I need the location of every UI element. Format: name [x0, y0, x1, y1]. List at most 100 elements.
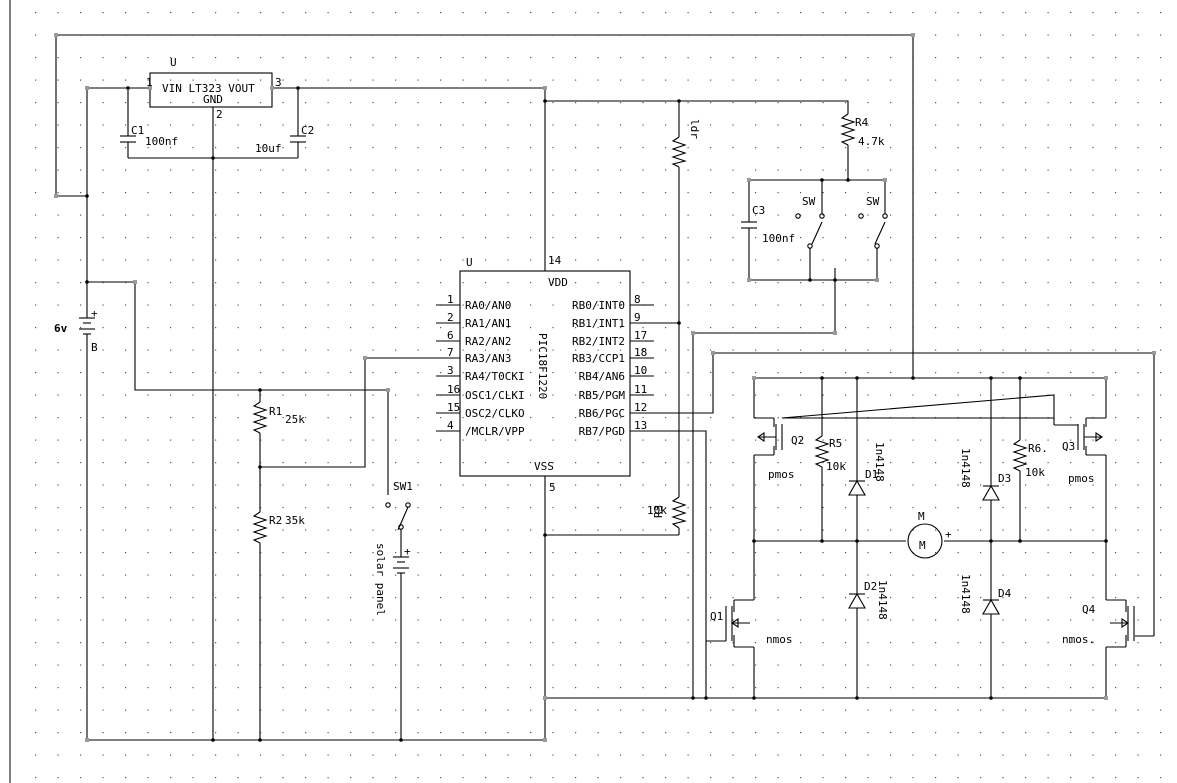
c2-ref: C2 [301, 124, 314, 137]
junction-dot [399, 738, 403, 742]
mcu-right-pin-number: 17 [634, 329, 647, 342]
wire-endpoint [270, 86, 274, 90]
r3-value: 10k [647, 504, 667, 517]
h-bridge: Q2 pmos Q3 pmos Q1 nmos Q4 [706, 377, 1135, 698]
mcu-right-pin-name: RB6/PGC [579, 407, 625, 420]
grid-dots [35, 12, 1162, 779]
c3-value: 100nf [762, 232, 795, 245]
mcu-vss-label: VSS [534, 460, 554, 473]
mcu-left-pin-name: OSC1/CLKI [465, 389, 525, 402]
regulator-pin-gnd: 2 [216, 108, 223, 121]
mcu-left-pin-number: 7 [447, 346, 454, 359]
junction-dot [1104, 539, 1108, 543]
r1-ref: R1 [269, 405, 282, 418]
divider-network: R1 25k R2 35k [87, 281, 436, 740]
regulator-line2: GND [203, 93, 223, 106]
regulator-pin-in: 1 [146, 76, 153, 89]
mcu-right-pin-name: RB2/INT2 [572, 335, 625, 348]
mcu-left-pin-name: OSC2/CLKO [465, 407, 525, 420]
mcu-left-pin-number: 16 [447, 383, 460, 396]
wire-endpoint [1104, 376, 1108, 380]
wire-endpoint [133, 280, 137, 284]
q4-type: nmos. [1062, 633, 1095, 646]
mcu-left-pin-name: RA1/AN1 [465, 317, 511, 330]
mcu-left-pin-name: RA0/AN0 [465, 299, 511, 312]
junction-dot [855, 539, 859, 543]
mcu-left-pin-name: /MCLR/VPP [465, 425, 525, 438]
wire-endpoint [752, 376, 756, 380]
junction-dot [855, 696, 859, 700]
r2-ref: R2 [269, 514, 282, 527]
junction-dot [211, 738, 215, 742]
c1-ref: C1 [131, 124, 144, 137]
junction-dot [911, 376, 915, 380]
wire-endpoint [911, 33, 915, 37]
sw1-label: SW1 [393, 480, 413, 493]
mcu-right-pin-number: 13 [634, 419, 647, 432]
d4-ref: D4 [998, 587, 1012, 600]
battery-ref: B [91, 341, 98, 354]
wire-endpoint [1152, 351, 1156, 355]
regulator-pin-out: 3 [275, 76, 282, 89]
junction-dot [855, 376, 859, 380]
junction-dot [258, 738, 262, 742]
d3-ref: D3 [998, 472, 1011, 485]
c1-value: 100nf [145, 135, 178, 148]
wire-endpoint [875, 278, 879, 282]
q1-ref: Q1 [710, 610, 723, 623]
junction-dot [677, 321, 681, 325]
wire-endpoint [543, 738, 547, 742]
mcu-right-pin-number: 9 [634, 311, 641, 324]
mcu-right-pin-name: RB0/INT0 [572, 299, 625, 312]
mcu-right-pin-number: 8 [634, 293, 641, 306]
wire-endpoint [1104, 696, 1108, 700]
c3-ref: C3 [752, 204, 765, 217]
junction-dot [85, 280, 89, 284]
mcu-part: PIC18F1220 [536, 333, 549, 399]
mcu-right-pin-name: RB4/AN6 [579, 370, 625, 383]
regulator-ref: U [170, 56, 177, 69]
mcu-right-pin-number: 11 [634, 383, 647, 396]
wire-endpoint [747, 278, 751, 282]
junction-dot [808, 278, 812, 282]
wire-endpoint [54, 194, 58, 198]
r6-ref: R6. [1028, 442, 1048, 455]
junction-dot [989, 539, 993, 543]
mcu-left-pin-name: RA3/AN3 [465, 352, 511, 365]
mcu-left-pin-number: 15 [447, 401, 460, 414]
mcu-left-pin-number: 4 [447, 419, 454, 432]
wire-endpoint [543, 696, 547, 700]
q3-type: pmos [1068, 472, 1095, 485]
ldr-network: ldr 10k R3 [647, 119, 701, 529]
q1-type: nmos [766, 633, 793, 646]
motor-symbol: M [919, 539, 926, 552]
wire-endpoint [747, 178, 751, 182]
wire-endpoint [833, 331, 837, 335]
mcu-vdd-pin: 14 [548, 254, 562, 267]
r4-value: 4.7k [858, 135, 885, 148]
ldr-value: ldr [688, 119, 701, 139]
junction-dot [752, 696, 756, 700]
motor-body [907, 523, 943, 559]
mcu-right-pin-name: RB5/PGM [579, 389, 626, 402]
junction-dot [1018, 376, 1022, 380]
wire-endpoint [386, 388, 390, 392]
mcu-right-pin-number: 12 [634, 401, 647, 414]
c2-value: 10uf [255, 142, 282, 155]
switch-network: R4 4.7k C3 100nf SW SW [741, 113, 888, 281]
r2-value: 35k [285, 514, 305, 527]
wire-endpoint [85, 738, 89, 742]
mcu-right-pin-name: RB3/CCP1 [572, 352, 625, 365]
junction-dot [704, 696, 708, 700]
mcu-left-pin-number: 6 [447, 329, 454, 342]
mcu-vdd-label: VDD [548, 276, 568, 289]
d2-ref: D2 [864, 580, 877, 593]
junction-dot [85, 194, 89, 198]
d1-value: 1n4148 [873, 442, 886, 482]
junction-dots [54, 33, 1156, 742]
r5-ref: R5 [829, 437, 842, 450]
junction-dot [296, 86, 300, 90]
junction-dot [543, 533, 547, 537]
